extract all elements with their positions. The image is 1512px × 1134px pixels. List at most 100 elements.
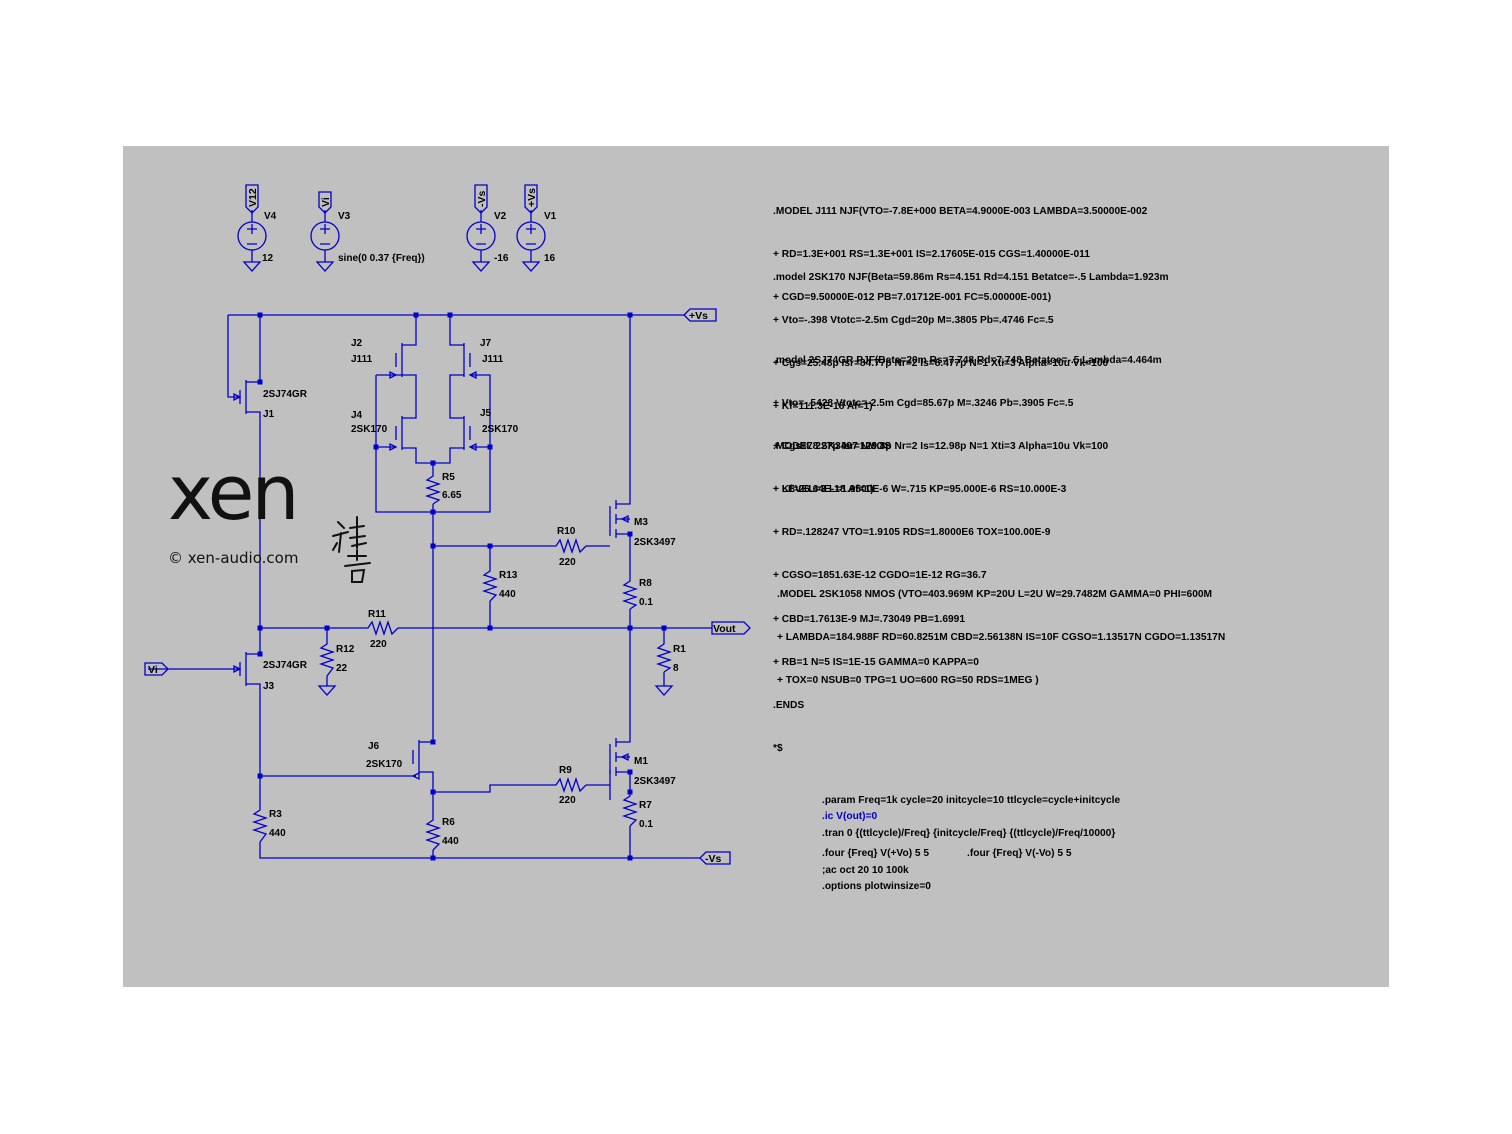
directive-ic[interactable]: .ic V(out)=0 — [822, 811, 878, 822]
resistor-r6[interactable]: R6 440 — [424, 816, 459, 851]
resistor-r10[interactable]: R10 220 — [552, 526, 587, 568]
transistor-model-m3: 2SK3497 — [634, 537, 676, 548]
transistor-model-j7: J111 — [482, 354, 504, 365]
net-flag-vi-source — [318, 191, 332, 214]
model-2sj74gr[interactable]: .model 2SJ74GR PJF(Beta=20m Rs=7.748 Rd=… — [773, 325, 1162, 512]
jfet-j1[interactable]: 2SJ74GR J1 — [233, 380, 308, 420]
resistor-ref-r1: R1 — [673, 644, 686, 655]
net-flag-v12 — [245, 184, 259, 214]
jfet-j6[interactable]: J6 2SK170 — [366, 740, 420, 781]
model-line: .MODEL J111 NJF(VTO=-7.8E+000 BETA=4.900… — [773, 205, 1148, 217]
net-flag-neg-vs-label: -Vs — [705, 853, 722, 865]
resistor-ref-r9: R9 — [559, 765, 572, 776]
source-ref-v4: V4 — [264, 211, 277, 222]
net-flag-neg-vs-source — [474, 184, 488, 214]
model-line: + RD=.128247 VTO=1.9105 RDS=1.8000E6 TOX… — [773, 527, 1051, 539]
net-flag-neg-vs[interactable]: -Vs — [699, 851, 731, 865]
model-2sk1058[interactable]: .MODEL 2SK1058 NMOS (VTO=403.969M KP=20U… — [777, 559, 1225, 703]
resistor-r9[interactable]: R9 220 — [552, 765, 587, 806]
net-flag-vout[interactable]: Vout — [711, 621, 751, 635]
resistor-r7[interactable]: R7 0.1 — [621, 792, 653, 830]
directive-four-neg[interactable]: .four {Freq} V(-Vo) 5 5 — [967, 848, 1072, 859]
mosfet-m1[interactable]: M1 2SK3497 — [609, 738, 676, 800]
resistor-value-r12: 22 — [336, 663, 348, 674]
model-line: + LAMBDA=184.988F RD=60.8251M CBD=2.5613… — [777, 632, 1226, 644]
source-value-v1: 16 — [544, 253, 556, 264]
resistor-ref-r7: R7 — [639, 800, 652, 811]
directive-four-pos[interactable]: .four {Freq} V(+Vo) 5 5 — [822, 848, 930, 859]
resistor-value-r6: 440 — [442, 836, 459, 847]
resistor-value-r8: 0.1 — [639, 597, 653, 608]
jfet-j2[interactable]: J2 J111 — [351, 338, 403, 380]
resistor-r3[interactable]: R3 440 — [251, 806, 286, 843]
model-line: + LEVEL=3 L=1.9500E-6 W=.715 KP=95.000E-… — [773, 484, 1067, 496]
model-line: .MODEL 2SK1058 NMOS (VTO=403.969M KP=20U… — [777, 588, 1213, 600]
transistor-ref-m3: M3 — [634, 517, 648, 528]
model-line: + TOX=0 NSUB=0 TPG=1 UO=600 RG=50 RDS=1M… — [777, 675, 1039, 687]
transistor-ref-j1: J1 — [263, 409, 275, 420]
transistor-model-m1: 2SK3497 — [634, 776, 676, 787]
source-v3[interactable]: Vi V3 sine(0 0.37 {Freq}) — [310, 191, 425, 272]
schematic-sheet — [123, 146, 1389, 987]
transistor-ref-j7: J7 — [480, 338, 492, 349]
model-2sk3497[interactable]: .MODEL 2SK3497 NMOS + LEVEL=3 L=1.9500E-… — [773, 411, 1066, 771]
resistor-ref-r11: R11 — [368, 609, 386, 620]
jfet-j3[interactable]: 2SJ74GR J3 — [233, 652, 308, 692]
resistor-r5[interactable]: R5 6.65 — [424, 472, 462, 505]
directive-tran[interactable]: .tran 0 {(ttlcycle)/Freq} {initcycle/Fre… — [822, 828, 1116, 839]
transistor-ref-j5: J5 — [480, 408, 492, 419]
model-line: .ENDS — [773, 700, 805, 712]
directive-ac[interactable]: ;ac oct 20 10 100k — [822, 865, 909, 876]
model-line: + Vto=-.398 Vtotc=-2.5m Cgd=20p M=.3805 … — [773, 315, 1054, 327]
model-line: *$ — [773, 743, 783, 755]
logo-wordmark: xen — [168, 448, 300, 537]
source-v1[interactable]: +Vs V1 16 — [516, 184, 557, 272]
net-label-neg-vs-source: -Vs — [476, 191, 488, 208]
directive-param[interactable]: .param Freq=1k cycle=20 initcycle=10 ttl… — [822, 795, 1121, 806]
net-flag-pos-vs[interactable]: +Vs — [683, 308, 717, 322]
net-flag-vi[interactable]: Vi — [144, 662, 169, 676]
resistor-value-r5: 6.65 — [442, 490, 462, 501]
resistor-r8[interactable]: R8 0.1 — [621, 577, 653, 610]
jfet-j7[interactable]: J7 J111 — [463, 338, 504, 380]
resistor-value-r13: 440 — [499, 589, 516, 600]
source-v2[interactable]: -Vs V2 -16 — [466, 184, 509, 272]
resistor-ref-r8: R8 — [639, 578, 652, 589]
jfet-j5[interactable]: J5 2SK170 — [463, 408, 519, 452]
transistor-ref-m1: M1 — [634, 756, 648, 767]
directive-options[interactable]: .options plotwinsize=0 — [822, 881, 931, 892]
resistor-value-r11: 220 — [370, 639, 387, 650]
resistor-r13[interactable]: R13 440 — [481, 567, 518, 602]
transistor-model-j2: J111 — [351, 354, 373, 365]
source-ref-v1: V1 — [544, 211, 557, 222]
model-line: + CBD=1.7613E-9 MJ=.73049 PB=1.6991 — [773, 613, 965, 625]
model-line: + Kf=111.3E-18 Af=1) — [773, 401, 873, 413]
resistor-ref-r5: R5 — [442, 472, 455, 483]
model-j111[interactable]: .MODEL J111 NJF(VTO=-7.8E+000 BETA=4.900… — [773, 176, 1147, 320]
net-label-pos-vs-source: +Vs — [526, 188, 538, 207]
model-line: + Vto=-.5428 Vtotc=-2.5m Cgd=85.67p M=.3… — [773, 398, 1074, 410]
resistor-ref-r12: R12 — [336, 644, 355, 655]
resistor-r1[interactable]: R1 8 — [655, 640, 686, 674]
resistor-ref-r6: R6 — [442, 817, 455, 828]
resistor-r11[interactable]: R11 220 — [364, 609, 399, 650]
model-line: + CGSO=1851.63E-12 CGDO=1E-12 RG=36.7 — [773, 570, 987, 582]
resistor-ref-r3: R3 — [269, 809, 282, 820]
transistor-model-j1: 2SJ74GR — [263, 389, 308, 400]
net-flag-pos-vs-label: +Vs — [689, 310, 708, 322]
source-value-v4: 12 — [262, 253, 274, 264]
wires — [148, 314, 712, 859]
source-v4[interactable]: V12 V4 12 — [237, 184, 277, 272]
resistor-value-r3: 440 — [269, 828, 286, 839]
source-ref-v2: V2 — [494, 211, 507, 222]
jfet-j4[interactable]: J4 2SK170 — [351, 410, 403, 452]
resistor-r12[interactable]: R12 22 — [318, 640, 355, 677]
resistor-value-r10: 220 — [559, 557, 576, 568]
resistor-ref-r10: R10 — [557, 526, 576, 537]
model-2sk170[interactable]: .model 2SK170 NJF(Beta=59.86m Rs=4.151 R… — [773, 242, 1169, 429]
transistor-model-j4: 2SK170 — [351, 424, 388, 435]
model-line: .model 2SK170 NJF(Beta=59.86m Rs=4.151 R… — [773, 271, 1169, 283]
model-line: + Cgs=78.27p Isr=129.8p Nr=2 Is=12.98p N… — [773, 441, 1109, 453]
mosfet-m3[interactable]: M3 2SK3497 — [609, 500, 676, 548]
